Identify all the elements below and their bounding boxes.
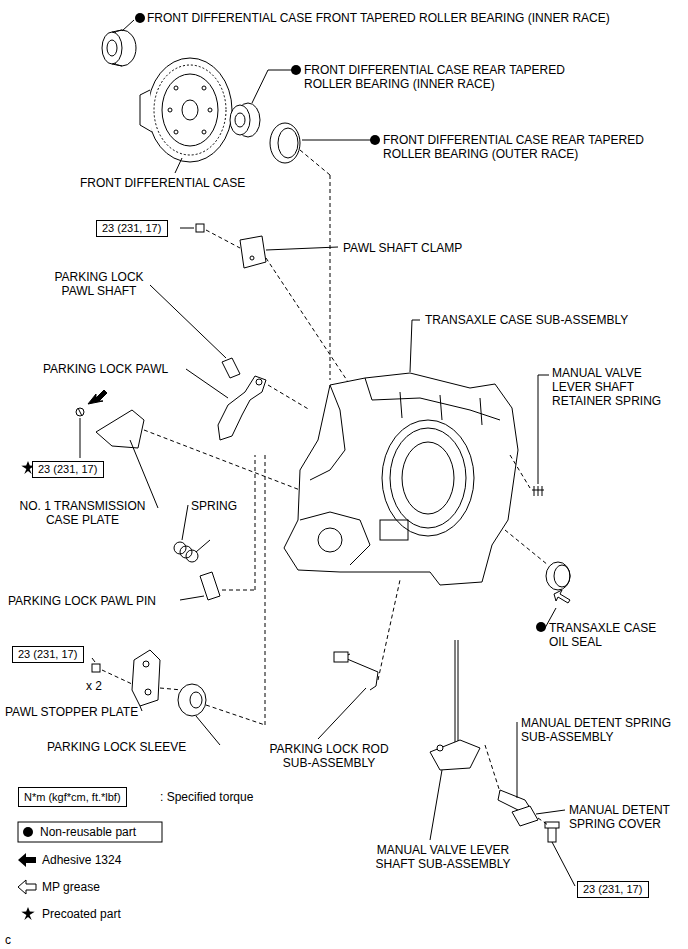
part-label: FRONT DIFFERENTIAL CASE bbox=[80, 176, 245, 190]
part-label: FRONT DIFFERENTIAL CASE FRONT TAPERED RO… bbox=[147, 11, 610, 25]
front-bearing bbox=[102, 30, 136, 66]
part-label: PAWL STOPPER PLATE bbox=[5, 705, 138, 719]
torque-value: 23 (231, 17) bbox=[18, 648, 77, 661]
part-label: TRANSAXLE CASE SUB-ASSEMBLY bbox=[425, 313, 628, 327]
parking-lock-pawl bbox=[218, 376, 266, 440]
stopper-plate bbox=[92, 650, 160, 706]
part-label: MANUAL DETENT SPRING COVER bbox=[569, 803, 684, 831]
parking-sleeve bbox=[178, 684, 206, 716]
torque-box: 23 (231, 17) bbox=[96, 220, 168, 237]
part-label: c bbox=[5, 933, 11, 947]
torque-box: 23 (231, 17) bbox=[12, 646, 84, 663]
legend-text: Non-reusable part bbox=[40, 825, 136, 839]
oil-seal bbox=[546, 562, 570, 590]
part-label: PAWL SHAFT CLAMP bbox=[343, 241, 462, 255]
part-label: PARKING LOCK ROD SUB-ASSEMBLY bbox=[259, 742, 399, 770]
part-label: MANUAL VALVE LEVER SHAFT RETAINER SPRING bbox=[552, 366, 682, 408]
legend-text: Adhesive 1324 bbox=[42, 853, 121, 867]
part-label: x 2 bbox=[86, 679, 102, 693]
torque-box: 23 (231, 17) bbox=[577, 881, 649, 898]
differential-case bbox=[140, 58, 232, 162]
legend-text: MP grease bbox=[42, 880, 100, 894]
part-label: MANUAL VALVE LEVER SHAFT SUB-ASSEMBLY bbox=[363, 843, 523, 871]
part-label: PARKING LOCK PAWL bbox=[43, 362, 168, 376]
part-label: MANUAL DETENT SPRING SUB-ASSEMBLY bbox=[521, 716, 681, 744]
spring-part bbox=[174, 540, 210, 562]
part-label: NO. 1 TRANSMISSION CASE PLATE bbox=[5, 499, 160, 527]
pawl-shaft-clamp bbox=[196, 224, 266, 268]
retainer-spring bbox=[532, 486, 544, 496]
detent-spring bbox=[498, 790, 559, 842]
rear-bearing bbox=[230, 103, 260, 137]
parking-rod bbox=[334, 652, 378, 690]
part-label: PARKING LOCK SLEEVE bbox=[47, 740, 186, 754]
torque-value: 23 (231, 17) bbox=[583, 883, 642, 896]
part-label: PARKING LOCK PAWL PIN bbox=[8, 594, 156, 608]
part-label: FRONT DIFFERENTIAL CASE REAR TAPERED ROL… bbox=[383, 133, 679, 161]
pawl-shaft bbox=[222, 358, 240, 378]
part-label: PARKING LOCK PAWL SHAFT bbox=[45, 270, 153, 298]
part-label: SPRING bbox=[191, 499, 237, 513]
torque-value: 23 (231, 17) bbox=[38, 463, 97, 476]
torque-value: 23 (231, 17) bbox=[102, 222, 161, 235]
torque-box: 23 (231, 17) bbox=[32, 461, 104, 478]
legend-text: : Specified torque bbox=[160, 790, 253, 804]
manual-lever-shaft bbox=[430, 640, 480, 770]
outer-race bbox=[270, 123, 300, 163]
unit-box: N*m (kgf*cm, ft.*lbf) bbox=[18, 787, 127, 807]
legend-text: Precoated part bbox=[42, 907, 121, 921]
part-label: FRONT DIFFERENTIAL CASE REAR TAPERED ROL… bbox=[304, 63, 594, 91]
torque-value: N*m (kgf*cm, ft.*lbf) bbox=[24, 791, 121, 804]
part-label: TRANSAXLE CASE OIL SEAL bbox=[549, 621, 674, 649]
transaxle-case bbox=[284, 373, 518, 585]
case-plate bbox=[76, 408, 144, 448]
